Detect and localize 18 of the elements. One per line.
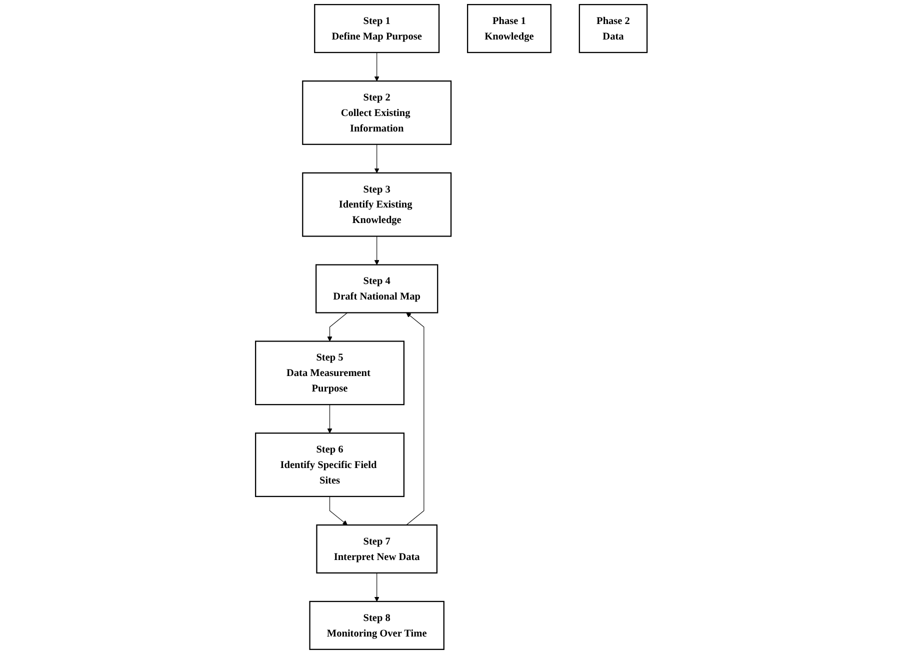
node-box: Step 1 Define Map Purpose xyxy=(314,4,440,54)
arrow xyxy=(374,236,380,266)
node-box: Step 8 Monitoring Over Time xyxy=(309,600,445,650)
node-box: Step 7 Interpret New Data xyxy=(316,524,438,574)
arrow xyxy=(374,144,380,174)
arrow xyxy=(374,572,380,602)
arrow xyxy=(374,52,380,82)
arrow xyxy=(330,496,348,526)
arrow xyxy=(406,312,424,526)
node-box: Phase 2 Data xyxy=(579,4,648,54)
node-box: Step 4 Draft National Map xyxy=(316,264,438,314)
node-box: Step 5 Data Measurement Purpose xyxy=(255,340,405,406)
node-box: Step 2 Collect Existing Information xyxy=(302,80,452,145)
node-box: Step 3 Identify Existing Knowledge xyxy=(302,172,452,237)
node-box: Step 6 Identify Specific Field Sites xyxy=(255,432,405,498)
node-box: Phase 1 Knowledge xyxy=(467,4,552,54)
arrow xyxy=(327,404,332,434)
arrow xyxy=(327,312,348,342)
